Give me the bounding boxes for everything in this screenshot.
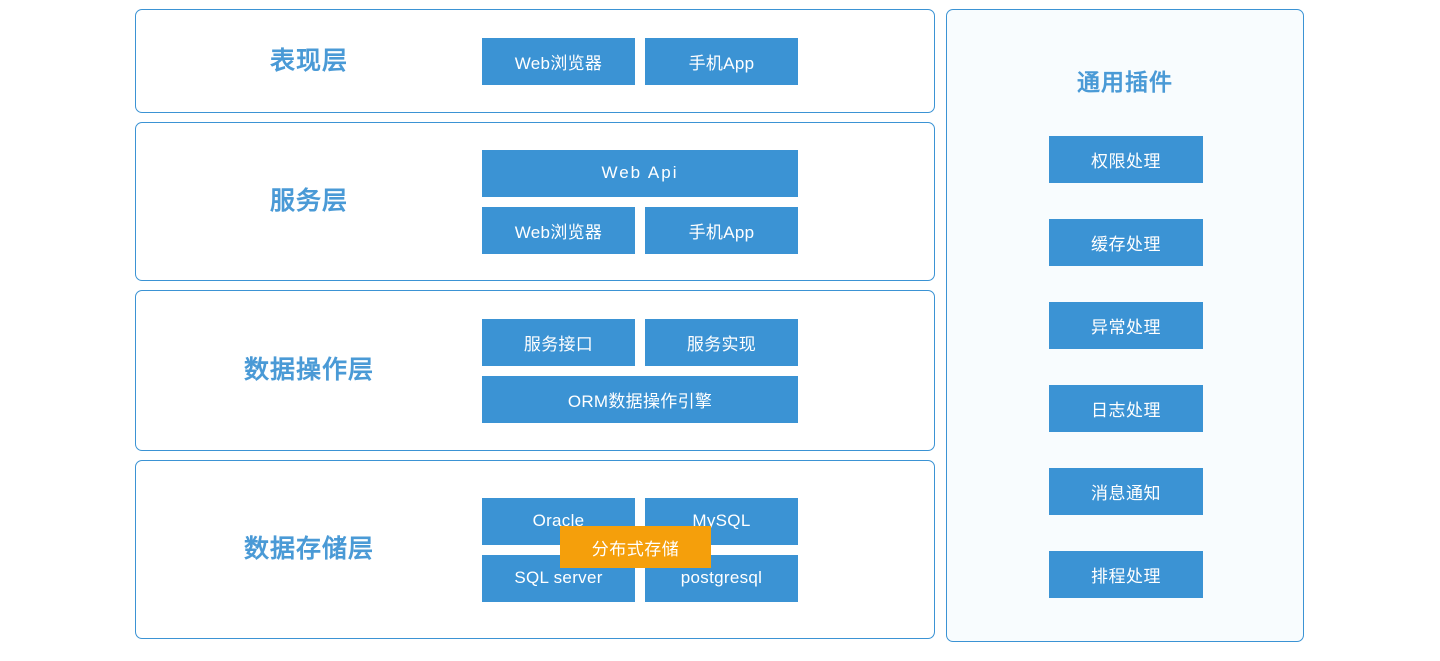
layer-title: 服务层 <box>269 187 348 215</box>
component-box[interactable]: ORM数据操作引擎 <box>482 375 798 423</box>
plugin-item[interactable]: 缓存处理 <box>1049 219 1203 266</box>
plugin-item[interactable]: 日志处理 <box>1049 385 1203 432</box>
box-row: SQL server postgresql <box>482 554 798 602</box>
plugin-list: 权限处理 缓存处理 异常处理 日志处理 消息通知 排程处理 <box>1049 136 1203 598</box>
component-box[interactable]: Web浏览器 <box>482 37 635 85</box>
distributed-storage-badge[interactable]: 分布式存储 <box>560 526 711 568</box>
layer-boxes: Web浏览器 手机App <box>482 37 798 85</box>
box-row: Web浏览器 手机App <box>482 37 798 85</box>
component-box[interactable]: Web浏览器 <box>482 206 635 254</box>
plugin-item[interactable]: 异常处理 <box>1049 302 1203 349</box>
layer-title: 表现层 <box>269 46 348 75</box>
component-box[interactable]: postgresql <box>645 554 798 602</box>
component-box[interactable]: 手机App <box>645 37 798 85</box>
plugin-item[interactable]: 权限处理 <box>1049 136 1203 183</box>
layer-stack: 表现层 Web浏览器 手机App 服务层 Web Api Web浏览器 手机Ap… <box>135 9 935 642</box>
layer-data-storage: 数据存储层 Oracle MySQL SQL server postgresql <box>135 460 935 639</box>
component-box[interactable]: 服务接口 <box>482 318 635 366</box>
box-row: Web Api <box>482 149 798 197</box>
layer-boxes: 服务接口 服务实现 ORM数据操作引擎 <box>482 318 798 423</box>
plugin-panel-title: 通用插件 <box>1077 69 1173 95</box>
layer-boxes: Web Api Web浏览器 手机App <box>482 149 798 254</box>
layer-data-operation: 数据操作层 服务接口 服务实现 ORM数据操作引擎 <box>135 290 935 451</box>
component-box[interactable]: 服务实现 <box>645 318 798 366</box>
layer-title: 数据存储层 <box>243 535 374 563</box>
box-row: ORM数据操作引擎 <box>482 375 798 423</box>
box-row: 服务接口 服务实现 <box>482 318 798 366</box>
component-box[interactable]: SQL server <box>482 554 635 602</box>
component-box[interactable]: Oracle <box>482 497 635 545</box>
box-row: Web浏览器 手机App <box>482 206 798 254</box>
plugin-item[interactable]: 消息通知 <box>1049 468 1203 515</box>
layer-service: 服务层 Web Api Web浏览器 手机App <box>135 122 935 281</box>
component-box[interactable]: 手机App <box>645 206 798 254</box>
layer-title: 数据操作层 <box>243 356 374 384</box>
plugin-item[interactable]: 排程处理 <box>1049 551 1203 598</box>
layer-presentation: 表现层 Web浏览器 手机App <box>135 9 935 113</box>
component-box[interactable]: Web Api <box>482 149 798 197</box>
plugin-panel: 通用插件 权限处理 缓存处理 异常处理 日志处理 消息通知 排程处理 <box>946 9 1304 642</box>
